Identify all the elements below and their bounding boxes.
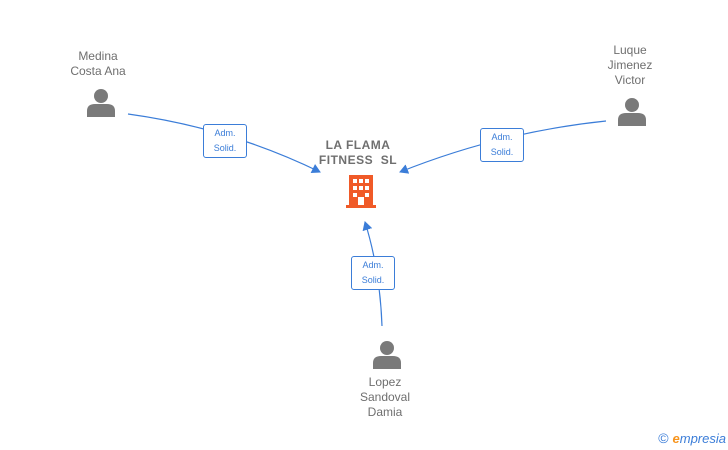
person-icon[interactable] — [371, 339, 403, 371]
edge-label-lopez[interactable]: Adm. Solid. — [351, 256, 395, 290]
person-name-line: Lopez — [368, 375, 402, 389]
building-icon[interactable] — [346, 173, 376, 209]
person-label-lopez[interactable]: Lopez Sandoval Damia — [325, 375, 445, 420]
edge-label-luque[interactable]: Adm. Solid. — [480, 128, 524, 162]
edge-label-medina[interactable]: Adm. Solid. — [203, 124, 247, 158]
brand-logo: empresia — [673, 431, 726, 446]
person-name-line: Luque — [613, 43, 647, 57]
company-name-line2: FITNESS SL — [318, 153, 398, 167]
person-label-medina[interactable]: Medina Costa Ana — [38, 49, 158, 79]
edge-label-line: Solid. — [213, 143, 237, 153]
person-icon[interactable] — [616, 96, 648, 128]
person-name-line: Sandoval — [359, 390, 411, 404]
brand-logo-e: e — [672, 430, 680, 446]
edge-label-line: Adm. — [214, 128, 236, 138]
person-label-luque[interactable]: Luque Jimenez Victor — [570, 43, 690, 88]
copyright-symbol: © — [658, 430, 669, 446]
edge-label-line: Solid. — [361, 275, 385, 285]
person-name-line: Medina — [78, 49, 118, 63]
person-name-line: Damia — [367, 405, 403, 419]
brand-footer[interactable]: © empresia — [658, 430, 726, 446]
person-icon[interactable] — [85, 87, 117, 119]
person-name-line: Costa Ana — [70, 64, 126, 78]
company-name[interactable]: LA FLAMA FITNESS SL — [288, 138, 428, 168]
person-name-line: Victor — [614, 73, 646, 87]
edge-label-line: Adm. — [362, 260, 384, 270]
brand-logo-text: mpresia — [679, 430, 726, 446]
edge-label-line: Adm. — [491, 132, 513, 142]
company-name-line1: LA FLAMA — [325, 138, 391, 152]
edge-label-line: Solid. — [490, 147, 514, 157]
person-name-line: Jimenez — [607, 58, 653, 72]
